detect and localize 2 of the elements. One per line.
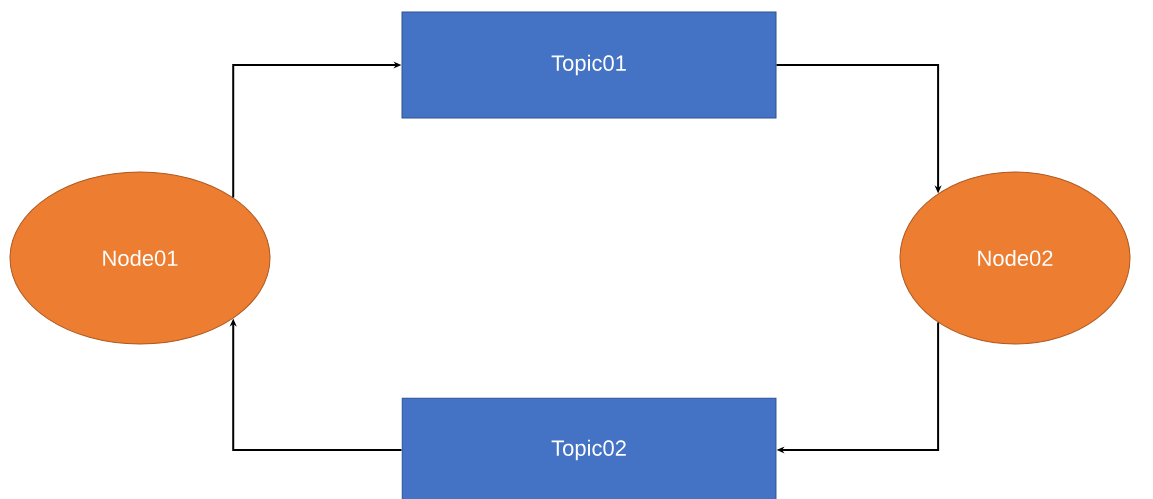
topic-box: Topic01 — [401, 11, 777, 119]
topic-box: Topic02 — [401, 397, 777, 499]
